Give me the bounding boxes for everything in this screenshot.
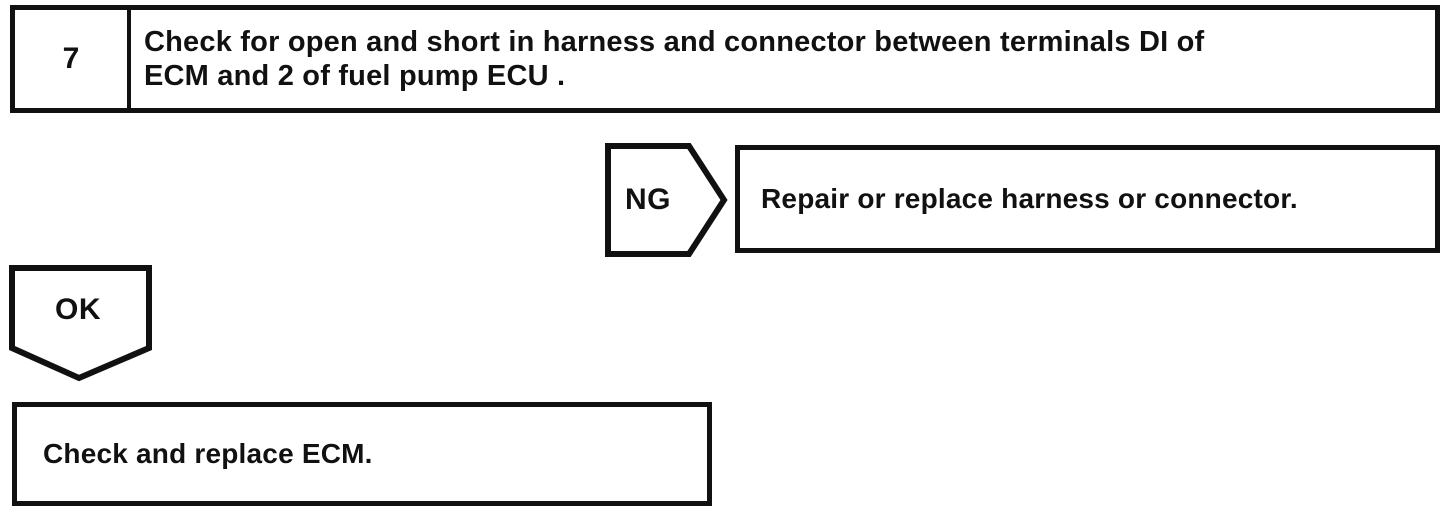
ng-label: NG	[625, 183, 671, 216]
step-instruction: Check for open and short in harness and …	[131, 10, 1435, 108]
ng-action-box: Repair or replace harness or connector.	[735, 145, 1440, 253]
ok-arrow-shape	[9, 265, 152, 382]
ng-arrow-shape	[605, 143, 728, 257]
ok-action-text: Check and replace ECM.	[43, 438, 373, 469]
ok-pentagon-icon	[9, 265, 152, 382]
step-number: 7	[62, 42, 80, 75]
step-number-cell: 7	[15, 10, 131, 108]
step-instruction-line2: ECM and 2 of fuel pump ECU .	[144, 60, 566, 92]
ok-action-box: Check and replace ECM.	[12, 402, 712, 506]
ok-label: OK	[55, 293, 101, 326]
ng-action-text: Repair or replace harness or connector.	[761, 183, 1298, 214]
step-instruction-line1: Check for open and short in harness and …	[144, 26, 1205, 58]
ng-pentagon-icon	[605, 143, 728, 257]
step-question-box: 7 Check for open and short in harness an…	[10, 5, 1440, 113]
